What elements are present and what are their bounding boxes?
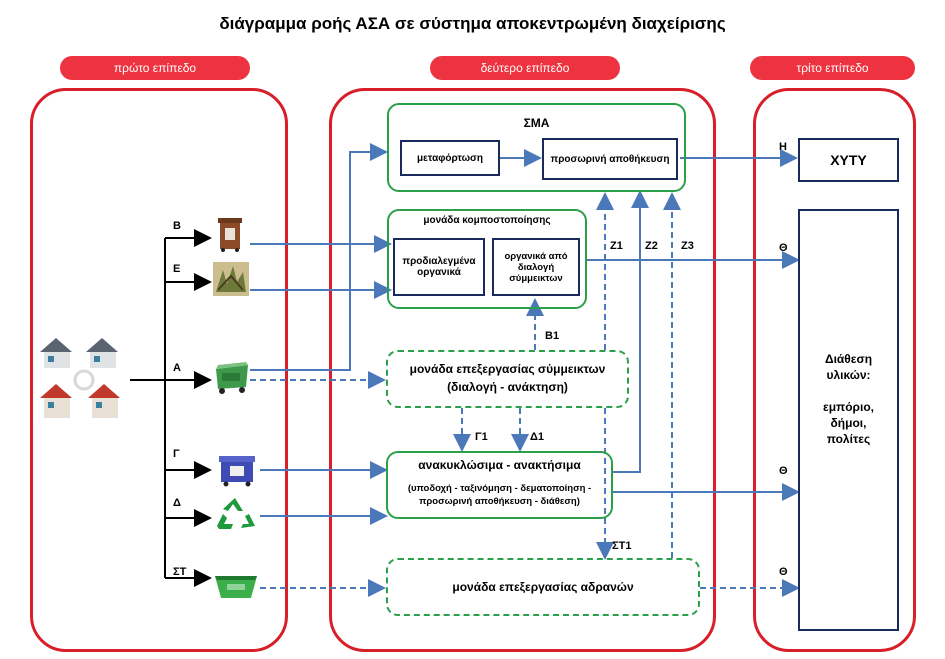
presorted-organics-box: προδιαλεγμένα οργανικά [393,238,485,296]
flow-label-th1: Θ [779,242,788,254]
houses-icon [40,338,120,418]
stream-label-g: Γ [173,448,180,460]
lane-third [753,88,916,652]
stream-label-st: ΣΤ [173,566,187,578]
flow-label-th2: Θ [779,465,788,477]
disposal-line2: υλικών: [826,368,871,382]
stream-label-e: Ε [173,263,181,275]
diagram-title: διάγραμμα ροής ΑΣΑ σε σύστημα αποκεντρωμ… [219,14,726,33]
green-skip-icon [215,576,257,598]
level-first-pill: πρώτο επίπεδο [60,56,250,80]
stream-label-d: Δ [173,497,181,509]
sma-title: ΣΜΑ [523,116,550,130]
flow-label-st1: ΣΤ1 [612,540,632,552]
flow-label-z3: Ζ3 [681,240,694,252]
disposal-line5: πολίτες [826,432,871,446]
mixed-processing-unit [386,350,629,408]
flow-label-g1: Γ1 [475,431,488,443]
flow-label-th3: Θ [779,566,788,578]
inert-unit-label: μονάδα επεξεργασίας αδρανών [452,580,634,594]
disposal-line3: εμπόριο, [823,400,874,414]
brown-bin-icon [218,218,242,252]
disposal-line4: δήμοι, [830,416,867,430]
stream-label-a: Α [173,362,181,374]
garden-waste-icon [213,262,249,296]
flow-label-z1: Ζ1 [610,240,623,252]
flow-label-h: Η [779,141,787,153]
mixed-unit-line1: μονάδα επεξεργασίας σύμμεικτων [409,362,606,376]
temp-storage-box: προσωρινή αποθήκευση [542,138,678,180]
sma-box [387,103,686,192]
inert-processing-unit [386,558,700,616]
flow-label-d1: Δ1 [530,431,545,443]
green-mixed-bin-icon [216,362,248,394]
recyclables-subtitle: (υποδοχή - ταξινόμηση - δεματοποίηση - π… [407,483,592,507]
stream-label-b: Β [173,220,181,232]
recycle-symbol-icon [217,498,255,529]
recyclables-box [386,451,613,519]
flow-label-z2: Ζ2 [645,240,658,252]
disposal-line1: Διάθεση [824,352,873,366]
organics-from-mixed-box: οργανικά από διαλογή σύμμεικτων [492,238,580,296]
landfill-box: ΧΥΤΥ [798,138,899,182]
level-second-pill: δεύτερο επίπεδο [430,56,620,80]
transfer-box: μεταφόρτωση [400,140,500,176]
disposal-box: Διάθεση υλικών: εμπόριο, δήμοι, πολίτες [798,209,899,631]
mixed-unit-line2: (διαλογή - ανάκτηση) [447,380,568,394]
blue-recycling-bin-icon [219,456,255,487]
recyclables-title: ανακυκλώσιμα - ανακτήσιμα [418,458,581,472]
compost-title: μονάδα κομποστοποίησης [423,215,551,226]
compost-box [387,209,587,309]
level-third-pill: τρίτο επίπεδο [750,56,915,80]
flow-label-b1: Β1 [545,330,560,342]
